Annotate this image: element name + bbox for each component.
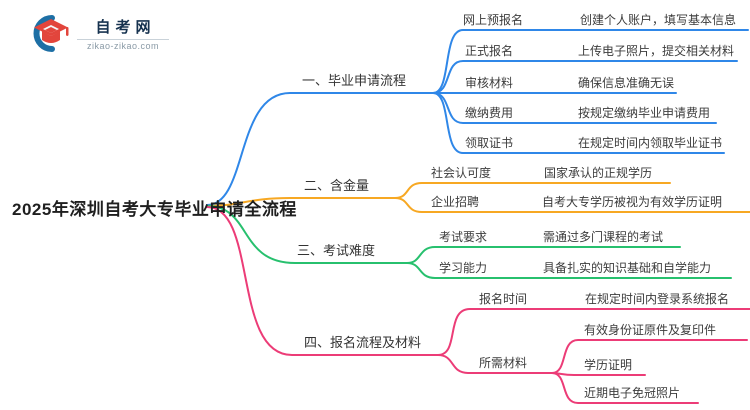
logo-divider xyxy=(77,38,169,40)
branch2-child1-label: 社会认可度 xyxy=(431,166,492,180)
branch3-child1-value: 需通过多门课程的考试 xyxy=(543,230,664,244)
branch4-grandchild2-line xyxy=(551,372,646,376)
branch3-child1-label: 考试要求 xyxy=(439,230,488,244)
branch2-topic: 二、含金量 xyxy=(304,178,370,193)
branch2-child2-value: 自考大专学历被视为有效学历证明 xyxy=(542,195,723,209)
branch2-child2-label: 企业招聘 xyxy=(431,195,480,209)
logo-site-name: 自考网 xyxy=(95,18,156,36)
branch1-child2-value: 上传电子照片，提交相关材料 xyxy=(578,44,735,58)
branch3-topic: 三、考试难度 xyxy=(297,243,376,258)
branch1-child5-label: 领取证书 xyxy=(465,136,514,150)
logo-domain: zikao-zikao.com xyxy=(86,40,160,51)
branch4-grandchild1-value: 有效身份证原件及复印件 xyxy=(584,323,717,337)
branch1-child2-label: 正式报名 xyxy=(465,44,514,58)
branch3-child2-label: 学习能力 xyxy=(439,261,488,275)
branch4-topic: 四、报名流程及材料 xyxy=(304,335,422,350)
graduation-cap-logo-icon xyxy=(33,15,69,52)
branch1-child1-line xyxy=(432,29,749,94)
branch1-child5-line xyxy=(432,92,725,154)
branch4-grandchild2-value: 学历证明 xyxy=(584,358,633,372)
branch1-child4-value: 按规定缴纳毕业申请费用 xyxy=(578,106,711,120)
branch4-grandchild3-value: 近期电子免冠照片 xyxy=(584,386,681,400)
branch1-child3-value: 确保信息准确无误 xyxy=(578,76,675,90)
branch4-grandchild1-line xyxy=(551,339,748,374)
branch1-child2-line xyxy=(432,60,738,94)
branch4-child1-label: 报名时间 xyxy=(479,292,528,306)
branch2-child1-value: 国家承认的正规学历 xyxy=(544,166,653,180)
branch1-child1-value: 创建个人账户，填写基本信息 xyxy=(580,13,737,27)
branch1-child4-label: 缴纳费用 xyxy=(465,106,514,120)
branch4-trunk-line xyxy=(206,206,439,356)
logo-text-block: 自考网 zikao-zikao.com xyxy=(77,16,169,51)
branch2-child2-line xyxy=(394,197,750,213)
branch1-trunk-line xyxy=(206,92,434,206)
branch4-child1-value: 在规定时间内登录系统报名 xyxy=(585,292,730,306)
branch1-child3-label: 审核材料 xyxy=(465,76,514,90)
branch1-child1-label: 网上预报名 xyxy=(463,13,524,27)
site-logo[interactable]: 自考网 zikao-zikao.com xyxy=(30,13,169,53)
branch4-child2-label: 所需材料 xyxy=(479,356,528,370)
branch4-child2-line xyxy=(437,354,553,374)
root-node: 2025年深圳自考大专毕业申请全流程 xyxy=(12,200,297,219)
branch4-child1-line xyxy=(437,308,750,356)
branch3-trunk-line xyxy=(206,205,408,264)
branch3-child2-value: 具备扎实的知识基础和自学能力 xyxy=(543,261,712,275)
branch1-child5-value: 在规定时间内领取毕业证书 xyxy=(578,136,723,150)
branch4-grandchild3-line xyxy=(551,372,699,404)
branch1-topic: 一、毕业申请流程 xyxy=(302,73,407,88)
branch3-child2-line xyxy=(406,262,732,279)
branch2-trunk-line xyxy=(206,197,396,207)
